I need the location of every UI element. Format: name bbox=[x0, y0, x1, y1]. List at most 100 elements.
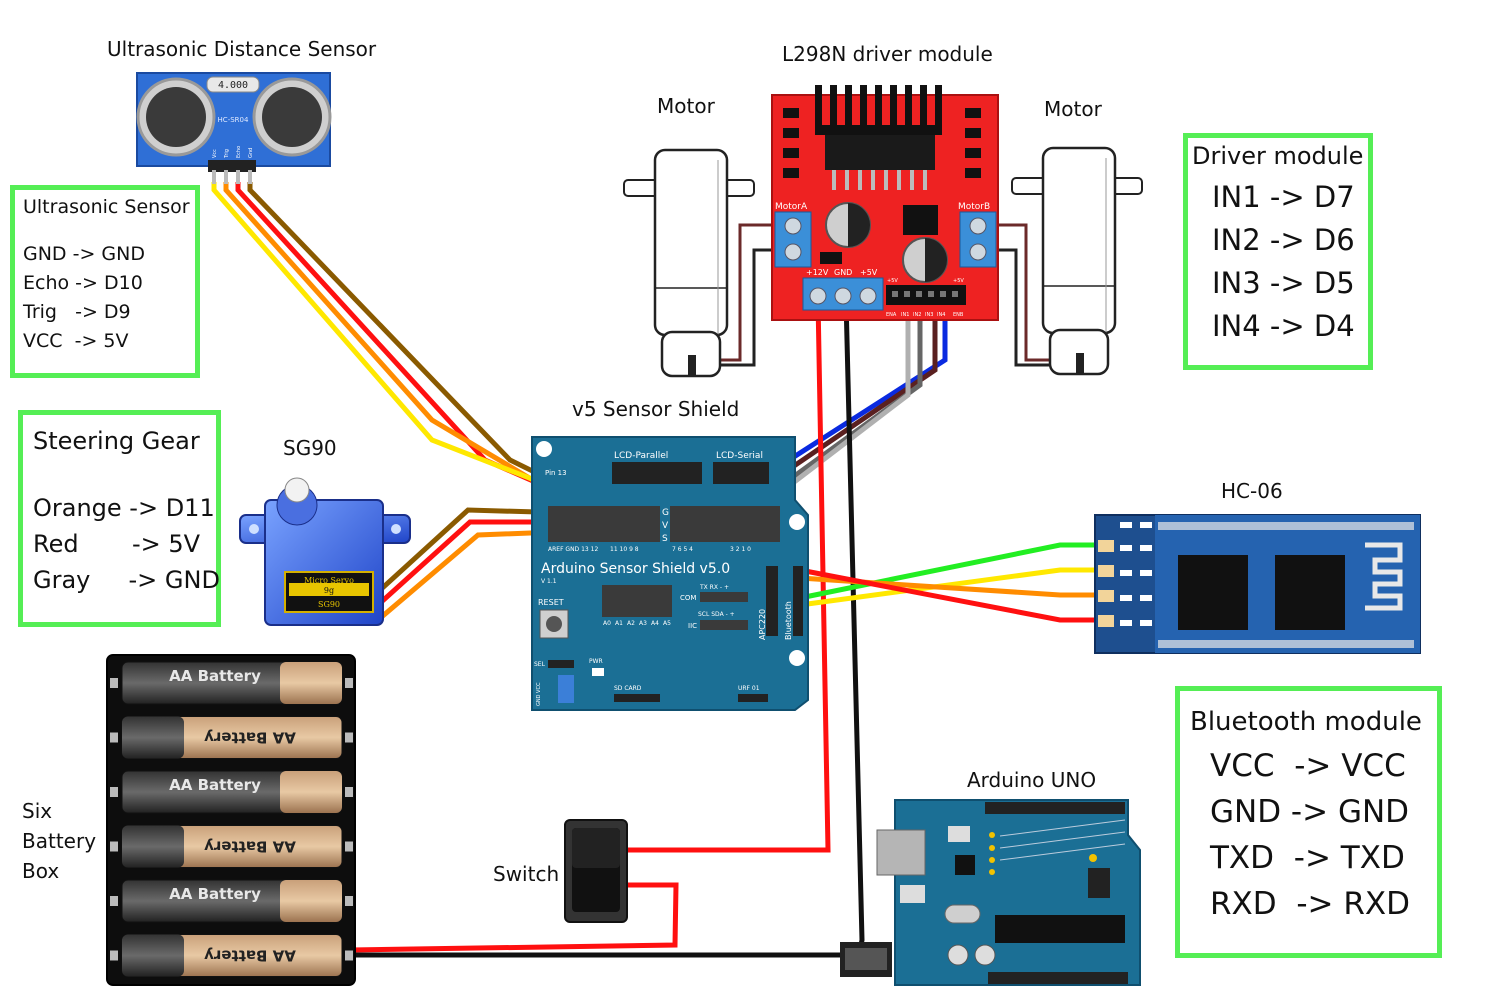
svg-text:A1: A1 bbox=[615, 620, 623, 627]
shield-lcd-parallel-label: LCD-Parallel bbox=[614, 451, 668, 461]
arduino-mcu bbox=[995, 915, 1125, 943]
l298n-jumper bbox=[820, 252, 842, 264]
battery-label: AA Battery bbox=[169, 776, 261, 794]
shield-urf-label: URF 01 bbox=[738, 685, 760, 692]
shield-iic-label: IIC bbox=[688, 622, 697, 630]
arduino-usb-port bbox=[876, 829, 926, 876]
shield-txrx-label: TX RX - + bbox=[699, 584, 729, 591]
shield-apc220-label: APC220 bbox=[758, 609, 767, 640]
l298n-chip-legs bbox=[832, 170, 927, 190]
wire-bt-green bbox=[799, 542, 1100, 601]
sg90-horn bbox=[284, 477, 310, 503]
l298n-pin-in1: IN1 bbox=[901, 312, 909, 318]
hc06-label: HC-06 bbox=[1221, 479, 1283, 503]
note-bluetooth-line-2: GND -> GND bbox=[1210, 794, 1410, 830]
shield-pin-row-left: AREF GND 13 12 bbox=[548, 546, 598, 553]
shield-sel-label: SEL bbox=[534, 661, 546, 668]
ultrasonic-crystal bbox=[206, 76, 260, 93]
shield-bluetooth-label: Bluetooth bbox=[784, 601, 793, 640]
ultrasonic-crystal-label: 4.000 bbox=[218, 80, 248, 91]
wire-battery-red bbox=[349, 882, 679, 953]
l298n-pin-in4: IN4 bbox=[937, 312, 945, 318]
battery-label: AA Battery bbox=[204, 947, 296, 965]
l298n-power-12v: +12V bbox=[806, 268, 829, 277]
battery-box-label-line3: Box bbox=[22, 859, 60, 883]
battery-label: AA Battery bbox=[169, 667, 261, 685]
battery-box: AA Battery AA Battery AA Battery AA Battery… bbox=[106, 654, 356, 986]
l298n-side-pads bbox=[783, 108, 981, 178]
note-steering-line-3: Gray -> GND bbox=[33, 566, 220, 594]
shield-apc220-header bbox=[766, 566, 778, 636]
sensor-shield: LCD-Parallel LCD-Serial Pin 13 G V S ARE… bbox=[531, 436, 809, 711]
l298n-pin-enb: ENB bbox=[953, 312, 964, 318]
note-ultrasonic-line-2: Echo -> D10 bbox=[23, 272, 143, 294]
l298n-power-5v: +5V bbox=[860, 268, 878, 277]
hc06-antenna bbox=[1365, 542, 1403, 611]
shield-bluetooth-header bbox=[793, 566, 803, 636]
battery-box-label-line1: Six bbox=[22, 799, 53, 823]
arduino-digital-header bbox=[985, 802, 1125, 814]
shield-reset-label: RESET bbox=[538, 598, 564, 607]
note-driver-line-4: IN4 -> D4 bbox=[1212, 309, 1355, 343]
note-driver-line-3: IN3 -> D5 bbox=[1212, 266, 1355, 300]
note-bluetooth-line-3: TXD -> TXD bbox=[1210, 840, 1405, 876]
svg-text:A0: A0 bbox=[603, 620, 611, 627]
note-steering-line-2: Red -> 5V bbox=[33, 530, 201, 558]
sg90-weight-label: 9g bbox=[324, 586, 334, 595]
l298n-module: MotorA MotorB +12V GND +5V +5V +5V ENA I… bbox=[771, 85, 999, 321]
note-steering-line-1: Orange -> D11 bbox=[33, 494, 215, 522]
note-ultrasonic-line-4: VCC -> 5V bbox=[23, 330, 129, 352]
note-driver-line-2: IN2 -> D6 bbox=[1212, 223, 1355, 257]
aa-battery: AA Battery bbox=[110, 770, 353, 814]
ultrasonic-header bbox=[208, 160, 256, 184]
motor-right-label: Motor bbox=[1044, 97, 1102, 121]
hc06-module bbox=[1094, 514, 1421, 654]
l298n-motor-a-label: MotorA bbox=[775, 202, 808, 212]
power-switch bbox=[564, 819, 628, 923]
battery-label: AA Battery bbox=[169, 885, 261, 903]
note-steering: Steering Gear Orange -> D11 Red -> 5V Gr… bbox=[18, 410, 221, 627]
svg-text:A2: A2 bbox=[627, 620, 635, 627]
switch-label: Switch bbox=[493, 862, 560, 886]
wire-l298n-gnd bbox=[843, 299, 865, 951]
svg-text:A5: A5 bbox=[663, 620, 671, 627]
l298n-power-gnd: GND bbox=[834, 268, 852, 277]
ultrasonic-pin-trig: Trig bbox=[224, 149, 230, 159]
shield-lcd-parallel-header bbox=[612, 462, 702, 484]
note-driver-line-1: IN1 -> D7 bbox=[1212, 180, 1355, 214]
shield-com-label: COM bbox=[680, 594, 696, 602]
wire-bt-orange bbox=[799, 575, 1100, 598]
shield-gvs-labels: G V S bbox=[662, 508, 669, 544]
arduino-uno bbox=[840, 799, 1141, 986]
note-ultrasonic-line-1: GND -> GND bbox=[23, 243, 145, 265]
ultrasonic-sensor: 4.000 HC-SR04 Vcc Trig Echo Gnd bbox=[136, 72, 332, 184]
ultrasonic-pin-labels: Vcc Trig Echo Gnd bbox=[212, 146, 254, 159]
sg90-label: SG90 bbox=[283, 436, 337, 460]
battery-label: AA Battery bbox=[204, 729, 296, 747]
shield-pin-row-right: 7 6 5 4 bbox=[672, 546, 693, 553]
svg-text:S: S bbox=[662, 534, 668, 544]
shield-version: V 1.1 bbox=[541, 578, 557, 585]
svg-text:A3: A3 bbox=[639, 620, 647, 627]
shield-analog-header bbox=[602, 585, 672, 617]
shield-lcd-serial-header bbox=[713, 462, 769, 484]
l298n-motor-b-label: MotorB bbox=[958, 202, 990, 212]
note-ultrasonic-title: Ultrasonic Sensor bbox=[23, 196, 190, 218]
shield-gnd-vcc-label: GND VCC bbox=[536, 682, 542, 706]
shield-digital-header-right bbox=[670, 506, 780, 542]
wire-motor-left-a bbox=[712, 223, 778, 362]
shield-name: Arduino Sensor Shield v5.0 bbox=[541, 561, 730, 577]
l298n-5v-right: +5V bbox=[953, 278, 964, 284]
shield-pin-row-mid: 11 10 9 8 bbox=[610, 546, 639, 553]
l298n-heatsink bbox=[815, 85, 942, 170]
aa-battery: AA Battery bbox=[110, 934, 353, 977]
l298n-pin-ena: ENA bbox=[886, 312, 897, 318]
motor-left-label: Motor bbox=[657, 94, 715, 118]
shield-title: v5 Sensor Shield bbox=[572, 397, 740, 421]
wire-l298n-12v bbox=[598, 299, 831, 853]
note-steering-title: Steering Gear bbox=[33, 427, 200, 455]
wire-bt-red bbox=[799, 567, 1100, 623]
shield-pin13-label: Pin 13 bbox=[545, 469, 567, 477]
sg90-servo: Micro Servo 9g SG90 bbox=[239, 477, 411, 626]
